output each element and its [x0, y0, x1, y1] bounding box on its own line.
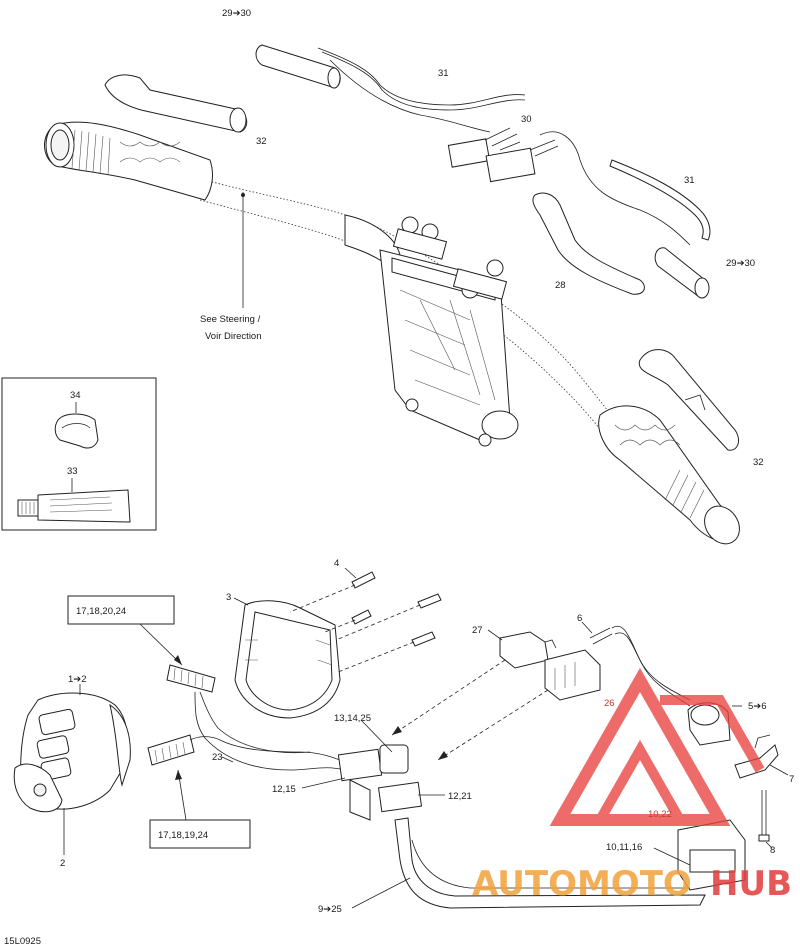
callout-6: 6 [577, 613, 582, 624]
callout-3: 3 [226, 592, 231, 603]
note-line-2: Voir Direction [205, 331, 262, 342]
screw-8 [758, 790, 770, 842]
callout-23: 23 [212, 752, 223, 763]
leader-27 [487, 629, 503, 641]
callout-10-22: 10,22 [648, 809, 672, 820]
callout-9-25: 9➔25 [318, 904, 342, 915]
pins-6 [589, 627, 613, 645]
module-10-22 [677, 819, 746, 891]
callout-33: 33 [67, 466, 78, 477]
watermark-auto: AUTOMOTO [472, 864, 692, 904]
callout-29-30-right: 29➔30 [726, 258, 755, 269]
arrow-box-upper [174, 655, 182, 665]
box-upper [67, 595, 175, 625]
connector-upper [166, 664, 216, 693]
tube-33 [17, 489, 131, 523]
callout-1-2: 1➔2 [68, 674, 87, 685]
box-lower-text: 17,18,19,24 [158, 830, 208, 841]
leader-10-11-16 [653, 847, 691, 866]
wire-31-top-b [321, 51, 526, 111]
wire-31-top [317, 47, 526, 106]
harness-9-25-inner [411, 839, 690, 889]
left-grip [44, 121, 213, 201]
harness-9-25 [394, 817, 706, 909]
callout-34: 34 [70, 390, 81, 401]
grip-heater-top [104, 74, 248, 133]
callout-13-14-25: 13,14,25 [334, 713, 371, 724]
watermark-logo [549, 667, 765, 826]
arrow-dash-27 [391, 659, 506, 736]
leader-4 [344, 567, 357, 579]
leader-3 [233, 597, 249, 606]
leader-9-25 [351, 877, 411, 909]
callout-27: 27 [472, 625, 483, 636]
callout-31-right: 31 [684, 175, 695, 186]
leader-6 [581, 621, 593, 634]
callout-32-bottom: 32 [753, 457, 764, 468]
leader-13-14-25 [360, 719, 393, 753]
callout-7: 7 [789, 774, 794, 785]
riser-clamp [379, 216, 519, 447]
callout-32-top: 32 [256, 136, 267, 147]
callout-28: 28 [555, 280, 566, 291]
callout-31-top: 31 [438, 68, 449, 79]
callout-2: 2 [60, 858, 65, 869]
box-lower [149, 819, 251, 849]
callout-4: 4 [334, 558, 339, 569]
leader-8 [765, 841, 773, 849]
sleeve-right [654, 247, 710, 299]
screw-dash-4 [337, 641, 415, 673]
callout-5-6: 5➔6 [748, 701, 767, 712]
leader-box-upper [139, 623, 183, 666]
leader-23 [221, 756, 234, 763]
part-5-6 [687, 702, 731, 746]
note-line-1: See Steering / [200, 314, 261, 325]
callout-26: 26 [604, 698, 615, 709]
screw-dash-2 [324, 619, 356, 633]
callout-29-30-top: 29➔30 [222, 8, 251, 19]
leader-12-15 [301, 777, 346, 789]
wire-31-right [609, 159, 711, 241]
harness-23-b [189, 736, 346, 763]
watermark-hub: HUB [710, 864, 792, 904]
arrow-dash-26 [437, 689, 549, 761]
connector-lower [147, 734, 195, 766]
harness-23 [194, 691, 346, 771]
callout-8: 8 [770, 845, 775, 856]
sleeve-top [255, 44, 341, 89]
right-grip [598, 405, 740, 545]
diagram-id: 15L0925 [4, 936, 41, 947]
callout-30-mid: 30 [521, 114, 532, 125]
note-leader-dot [241, 193, 245, 197]
arrow-box-lower [175, 770, 182, 780]
callout-12-21: 12,21 [448, 791, 472, 802]
screw-dash-3 [335, 604, 421, 641]
grip-heater-right [638, 349, 739, 451]
callout-12-15: 12,15 [272, 784, 296, 795]
clip-34 [54, 413, 99, 449]
box-upper-text: 17,18,20,24 [76, 606, 126, 617]
callout-10-11-16: 10,11,16 [606, 842, 642, 853]
arrow-head-26 [438, 751, 448, 760]
switch-housing-3 [234, 600, 341, 719]
switch-1-2 [13, 692, 131, 813]
relay-connectors [337, 744, 423, 821]
leader-7 [769, 764, 789, 776]
tube-28 [532, 192, 645, 295]
arrow-head-27 [392, 726, 402, 735]
screw-dash-1 [289, 584, 356, 613]
harness-main [199, 691, 311, 754]
connectors-30 [329, 59, 691, 246]
connector-26 [544, 649, 601, 701]
screws-4 [351, 571, 442, 647]
